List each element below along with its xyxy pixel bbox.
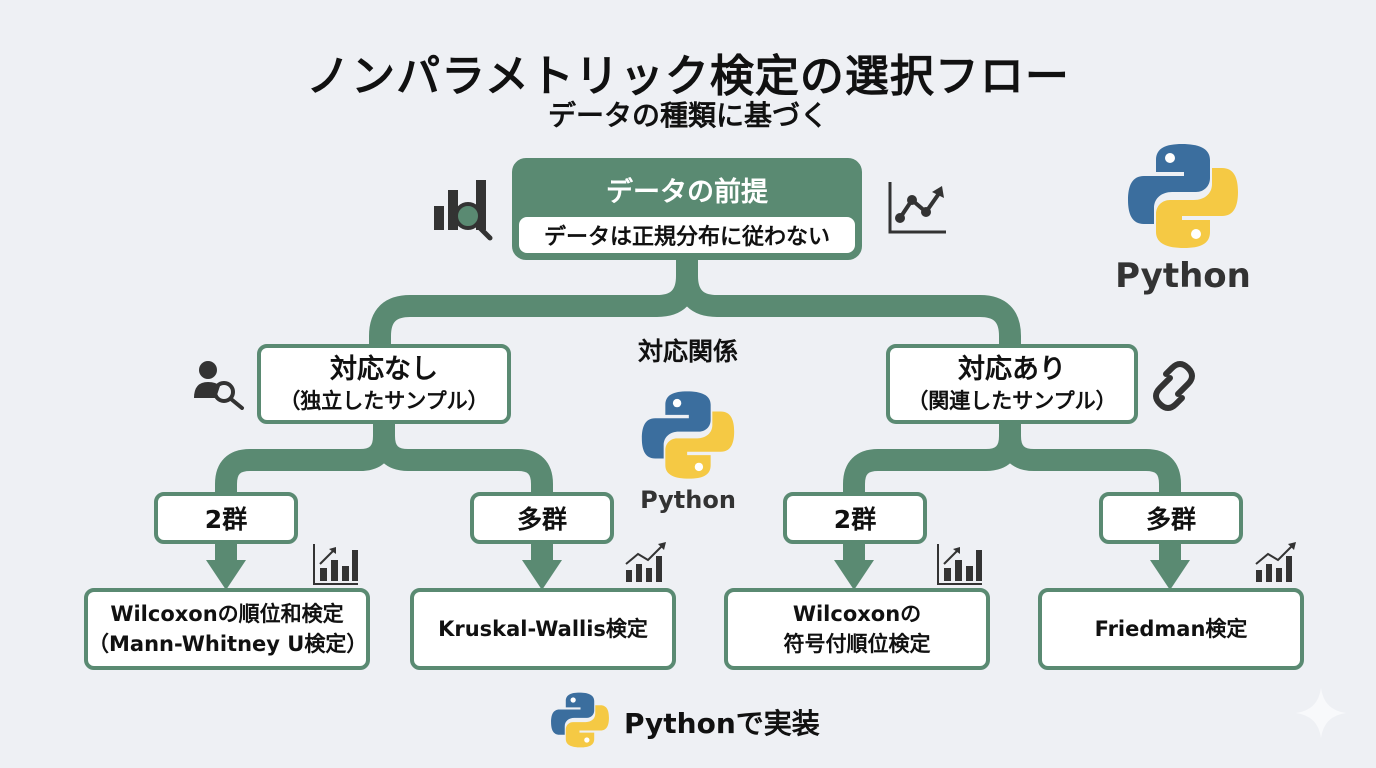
python-logo-footer-icon bbox=[551, 692, 609, 748]
bar-chart-growth-icon bbox=[937, 544, 982, 585]
branch-paired-subtitle: （関連したサンプル） bbox=[907, 389, 1117, 413]
page-title: ノンパラメトリック検定の選択フロー bbox=[306, 51, 1070, 102]
result-line-1: Wilcoxonの順位和検定 bbox=[110, 602, 344, 626]
python-logo-icon bbox=[1128, 144, 1238, 248]
group-unpaired-two: 2群 bbox=[154, 492, 298, 544]
sparkle-icon bbox=[1296, 688, 1346, 738]
group-paired-two: 2群 bbox=[783, 492, 927, 544]
bar-chart-growth-icon bbox=[1255, 542, 1296, 582]
line-chart-trend-icon bbox=[888, 182, 946, 234]
bar-chart-magnifier-icon bbox=[434, 180, 493, 241]
group-unpaired-multi: 多群 bbox=[470, 492, 614, 544]
result-paired-multi: Friedman検定 bbox=[1038, 588, 1304, 670]
python-logo-center-icon bbox=[641, 391, 735, 479]
python-logo-label: Python bbox=[1115, 256, 1251, 296]
result-unpaired-two: Wilcoxonの順位和検定 （Mann-Whitney U検定） bbox=[84, 588, 370, 670]
arrow-head-3 bbox=[834, 560, 874, 590]
arrow-head-1 bbox=[206, 560, 246, 590]
result-line-1: Kruskal-Wallis検定 bbox=[438, 617, 648, 641]
group-label: 2群 bbox=[833, 505, 877, 534]
result-paired-two: Wilcoxonの 符号付順位検定 bbox=[724, 588, 990, 670]
result-unpaired-multi: Kruskal-Wallis検定 bbox=[410, 588, 676, 670]
result-line-2: 符号付順位検定 bbox=[783, 632, 931, 656]
branch-paired-box: 対応あり （関連したサンプル） bbox=[886, 344, 1138, 424]
python-center-label: Python bbox=[640, 486, 736, 514]
arrow-head-2 bbox=[522, 560, 562, 590]
group-label: 多群 bbox=[1145, 505, 1196, 534]
branch-unpaired-box: 対応なし （独立したサンプル） bbox=[257, 344, 511, 424]
result-line-1: Wilcoxonの bbox=[792, 602, 922, 626]
group-label: 多群 bbox=[516, 505, 567, 534]
bar-chart-growth-icon bbox=[625, 542, 666, 582]
page-subtitle: データの種類に基づく bbox=[547, 99, 828, 132]
premise-box: データの前提 データは正規分布に従わない bbox=[512, 158, 862, 260]
connector-unpaired-split bbox=[215, 422, 553, 494]
criterion-label: 対応関係 bbox=[637, 337, 738, 366]
connector-premise-to-branches bbox=[369, 258, 1021, 346]
footer-label: Pythonで実装 bbox=[624, 707, 820, 740]
branch-unpaired-subtitle: （独立したサンプル） bbox=[279, 389, 489, 413]
user-search-icon bbox=[194, 361, 244, 410]
group-paired-multi: 多群 bbox=[1099, 492, 1243, 544]
arrow-head-4 bbox=[1150, 560, 1190, 590]
group-label: 2群 bbox=[204, 505, 248, 534]
branch-unpaired-title: 対応なし bbox=[330, 354, 438, 385]
link-chain-icon bbox=[1153, 361, 1195, 411]
bar-chart-growth-icon bbox=[313, 544, 358, 585]
connector-paired-split bbox=[843, 422, 1181, 494]
branch-paired-title: 対応あり bbox=[958, 354, 1066, 385]
premise-header: データの前提 bbox=[606, 176, 768, 208]
result-line-1: Friedman検定 bbox=[1094, 617, 1248, 641]
result-line-2: （Mann-Whitney U検定） bbox=[88, 632, 368, 656]
premise-body: データは正規分布に従わない bbox=[519, 217, 855, 253]
